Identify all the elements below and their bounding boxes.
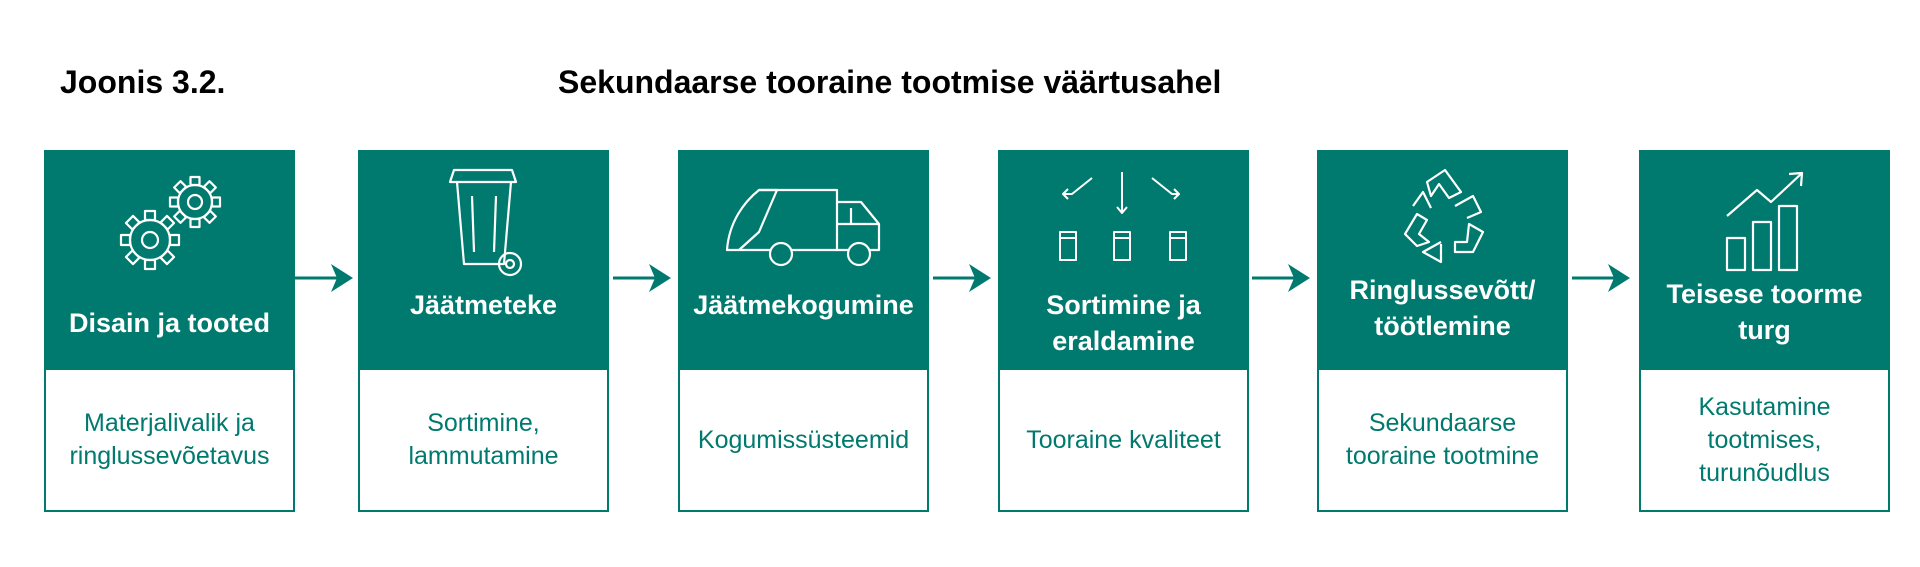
stage-title: Ringlussevõtt/ töötlemine xyxy=(1349,275,1536,341)
stage-description: Materjalivalik ja ringlussevõetavus xyxy=(69,409,270,470)
stage-description-box: Sekundaarse tooraine tootmine xyxy=(1317,370,1568,512)
stage-title: Jäätmeteke xyxy=(409,290,558,320)
arrow-right-icon xyxy=(295,264,353,292)
stage-description-box: Kasutamine tootmises, turunõudlus xyxy=(1639,370,1890,512)
stage-description: Kogumissüsteemid xyxy=(697,425,910,454)
stage-header: Jäätmeteke xyxy=(358,150,609,370)
stage-description-box: Tooraine kvaliteet xyxy=(998,370,1249,512)
stage-header: Teisese toorme turg xyxy=(1639,150,1890,370)
stage-title: Disain ja tooted xyxy=(68,307,271,338)
stage-description-box: Materjalivalik ja ringlussevõetavus xyxy=(44,370,295,512)
figure-title: Sekundaarse tooraine tootmise väärtusahe… xyxy=(558,64,1222,100)
recycle-icon xyxy=(1317,162,1568,292)
stage-description: Sekundaarse tooraine tootmine xyxy=(1345,409,1540,470)
gears-icon xyxy=(44,162,295,292)
stage-header: Ringlussevõtt/ töötlemine xyxy=(1317,150,1568,370)
growth-chart-icon xyxy=(1639,162,1890,292)
stage-sorting-separation: Sortimine ja eraldamine Tooraine kvalite… xyxy=(998,150,1249,512)
stage-design-products: Disain ja tooted Materjalivalik ja ringl… xyxy=(44,150,295,512)
figure-label: Joonis 3.2. xyxy=(60,64,226,100)
stage-recycling-processing: Ringlussevõtt/ töötlemine Sekundaarse to… xyxy=(1317,150,1568,512)
stage-header: Jäätmekogumine xyxy=(678,150,929,370)
stage-title: Sortimine ja eraldamine xyxy=(1046,289,1201,356)
arrow-right-icon xyxy=(933,264,991,292)
arrow-right-icon xyxy=(1252,264,1310,292)
stage-title: Teisese toorme turg xyxy=(1666,279,1863,345)
stage-waste-generation: Jäätmeteke Sortimine, lammutamine xyxy=(358,150,609,512)
stage-description: Tooraine kvaliteet xyxy=(1026,425,1221,454)
stage-header: Sortimine ja eraldamine xyxy=(998,150,1249,370)
arrow-right-icon xyxy=(1572,264,1630,292)
sorting-bins-icon xyxy=(998,162,1249,292)
stage-title: Jäätmekogumine xyxy=(693,290,914,320)
stage-description-box: Sortimine, lammutamine xyxy=(358,370,609,512)
wheelie-bin-icon xyxy=(358,162,609,292)
stage-header: Disain ja tooted xyxy=(44,150,295,370)
garbage-truck-icon xyxy=(678,162,929,292)
stage-waste-collection: Jäätmekogumine Kogumissüsteemid xyxy=(678,150,929,512)
stage-description-box: Kogumissüsteemid xyxy=(678,370,929,512)
stage-secondary-market: Teisese toorme turg Kasutamine tootmises… xyxy=(1639,150,1890,512)
stage-description: Sortimine, lammutamine xyxy=(408,409,559,470)
arrow-right-icon xyxy=(613,264,671,292)
stage-description: Kasutamine tootmises, turunõudlus xyxy=(1698,392,1831,487)
